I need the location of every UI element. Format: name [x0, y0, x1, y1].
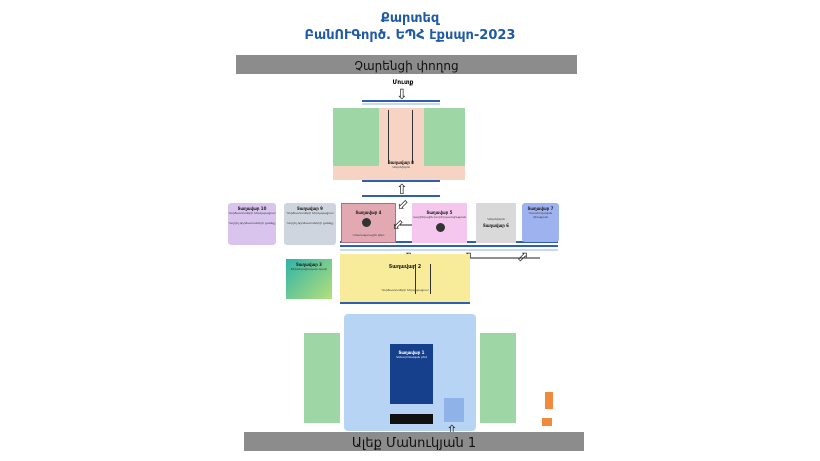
direction-arrow-icon: ⇧ [446, 423, 458, 439]
info-box-icon [542, 418, 552, 426]
hall-5-circle [436, 223, 445, 232]
hall-10-name: Տաղավար 10 [237, 206, 267, 211]
hall-2[interactable]: Տաղավար 2 Գործատուների ներկայացում [340, 254, 470, 302]
entrance-arrow-icon: ⇩ [396, 87, 408, 103]
hall-10[interactable]: Տաղավար 10 Գործատուների ներկայացում Ուղղ… [228, 203, 276, 245]
hall-9[interactable]: Տաղավար 9 Գործատուների ներկայացում Ուղղե… [284, 203, 336, 245]
direction-arrow-icon: ⇧ [396, 182, 408, 198]
top-street-label: Չարենցի փողոց [354, 59, 459, 73]
entrance-label: Մուտք [392, 79, 414, 86]
hall-2-sub: Գործատուների ներկայացում [381, 288, 429, 292]
hall-1-stage: Տաղավար 1 Կենտրոնական բեմ [390, 344, 433, 404]
hall-5-name: Տաղավար 5 [426, 210, 453, 215]
hall-7-name: Տաղավար 7 [527, 206, 554, 211]
hall-8-label-box: Տաղավար 8 Կեդոնիկոն [382, 158, 420, 174]
bottom-street: Ալեք Մանուկյան 1 [244, 432, 584, 451]
hall-5[interactable]: Տաղավար 5 Կարիերային խորհրդատվություն [412, 203, 467, 243]
hall-4-circle [362, 218, 371, 227]
hall-1-logo-bar [390, 414, 433, 424]
hall-3-sub: Տեխնոլոգիական գոտի [290, 267, 328, 271]
green-zone-hall1-left [304, 333, 340, 423]
hall-6[interactable]: Կեդոնիկոն Տաղավար 6 [476, 203, 516, 243]
info-box-icon [545, 392, 553, 409]
hall-7-sub: Ուսանողական միություն [528, 211, 553, 219]
direction-arrow-icon: ⬀ [517, 249, 529, 265]
map-title: Քարտեզ [380, 11, 440, 26]
hall-2-name: Տաղավար 2 [388, 264, 422, 270]
hall-1-name: Տաղավար 1 [398, 350, 425, 355]
hall-5-sub: Կարիերային խորհրդատվություն [413, 215, 466, 219]
direction-arrow-icon: ⬃ [392, 217, 404, 233]
hall-9-sub: Գործատուների ներկայացում [286, 211, 334, 215]
hall-4-name: Տաղավար 4 [355, 210, 382, 215]
direction-arrow-icon: ⬃ [397, 197, 409, 213]
hall-9-name: Տաղավար 9 [297, 206, 323, 211]
hall-10-sub: Գործատուների ներկայացում [228, 211, 276, 215]
map-subtitle: ԲանՈՒԳործ. ԵՊՀ էքսպո-2023 [304, 28, 516, 43]
hall-8-divider-2 [412, 110, 413, 164]
hall-7[interactable]: Տաղավար 7 Ուսանողական միություն [522, 203, 559, 242]
hall-2-divider-2 [430, 264, 431, 294]
hall-10-note: Ուղղել գործատուների ցանկը [228, 221, 276, 225]
green-zone-hall1-right [480, 333, 516, 423]
hall-6-name: Տաղավար 6 [483, 223, 509, 228]
hall-2-divider [415, 264, 416, 294]
hall-3-name: Տաղավար 3 [296, 262, 322, 267]
bottom-street-label: Ալեք Մանուկյան 1 [351, 436, 477, 451]
hall-8-divider [388, 110, 389, 164]
green-zone-hall8-right [424, 108, 465, 166]
hall-6-sub: Կեդոնիկոն [487, 217, 505, 221]
hall-8-name: Տաղավար 8 [388, 160, 414, 165]
top-street: Չարենցի փողոց [236, 55, 577, 74]
hall-4-sub: Կոնտակտային կետ [352, 233, 385, 237]
hall-1-side-panel [444, 398, 464, 422]
hall-9-note: Ուղղել գործատուների ցանկը [286, 221, 334, 225]
hall-3[interactable]: Տաղավար 3 Տեխնոլոգիական գոտի [286, 259, 332, 299]
green-zone-hall8-left [333, 108, 379, 166]
hall-1-sub: Կենտրոնական բեմ [396, 355, 427, 359]
hall-8-sub: Կեդոնիկոն [392, 165, 410, 169]
